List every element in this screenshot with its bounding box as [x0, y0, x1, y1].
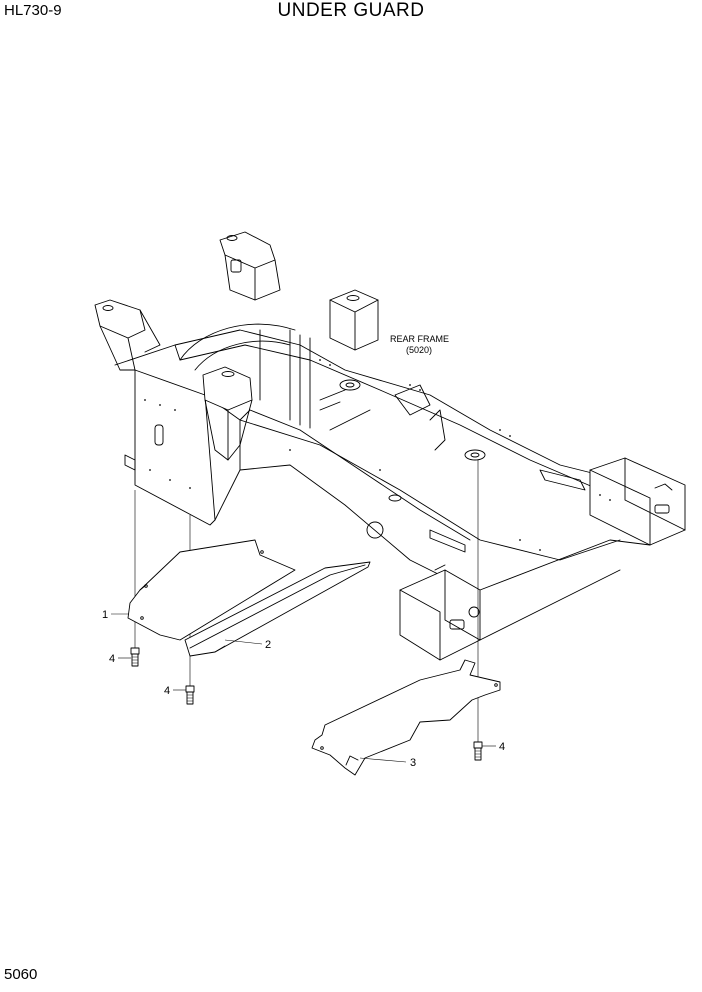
model-number: HL730-9: [4, 2, 62, 19]
bolt-left: [130, 647, 140, 667]
rear-frame-ref: (5020): [406, 345, 432, 355]
rear-frame-drawing: [94, 231, 686, 661]
callout-leaders: [111, 613, 496, 763]
page-title: UNDER GUARD: [277, 0, 425, 21]
bolt-right: [473, 741, 483, 761]
bolt-middle: [185, 685, 195, 705]
under-guard-part-1: [127, 539, 296, 641]
callout-1: 1: [102, 609, 108, 621]
under-guard-part-2: [184, 561, 371, 657]
callout-4-middle: 4: [164, 685, 170, 697]
callout-2: 2: [265, 639, 271, 651]
callout-3: 3: [410, 757, 416, 769]
page-number: 5060: [4, 966, 38, 983]
callout-4-right: 4: [499, 741, 505, 753]
under-guard-part-3: [311, 659, 501, 776]
callout-4-left: 4: [109, 653, 115, 665]
rear-frame-label: REAR FRAME: [390, 334, 449, 344]
